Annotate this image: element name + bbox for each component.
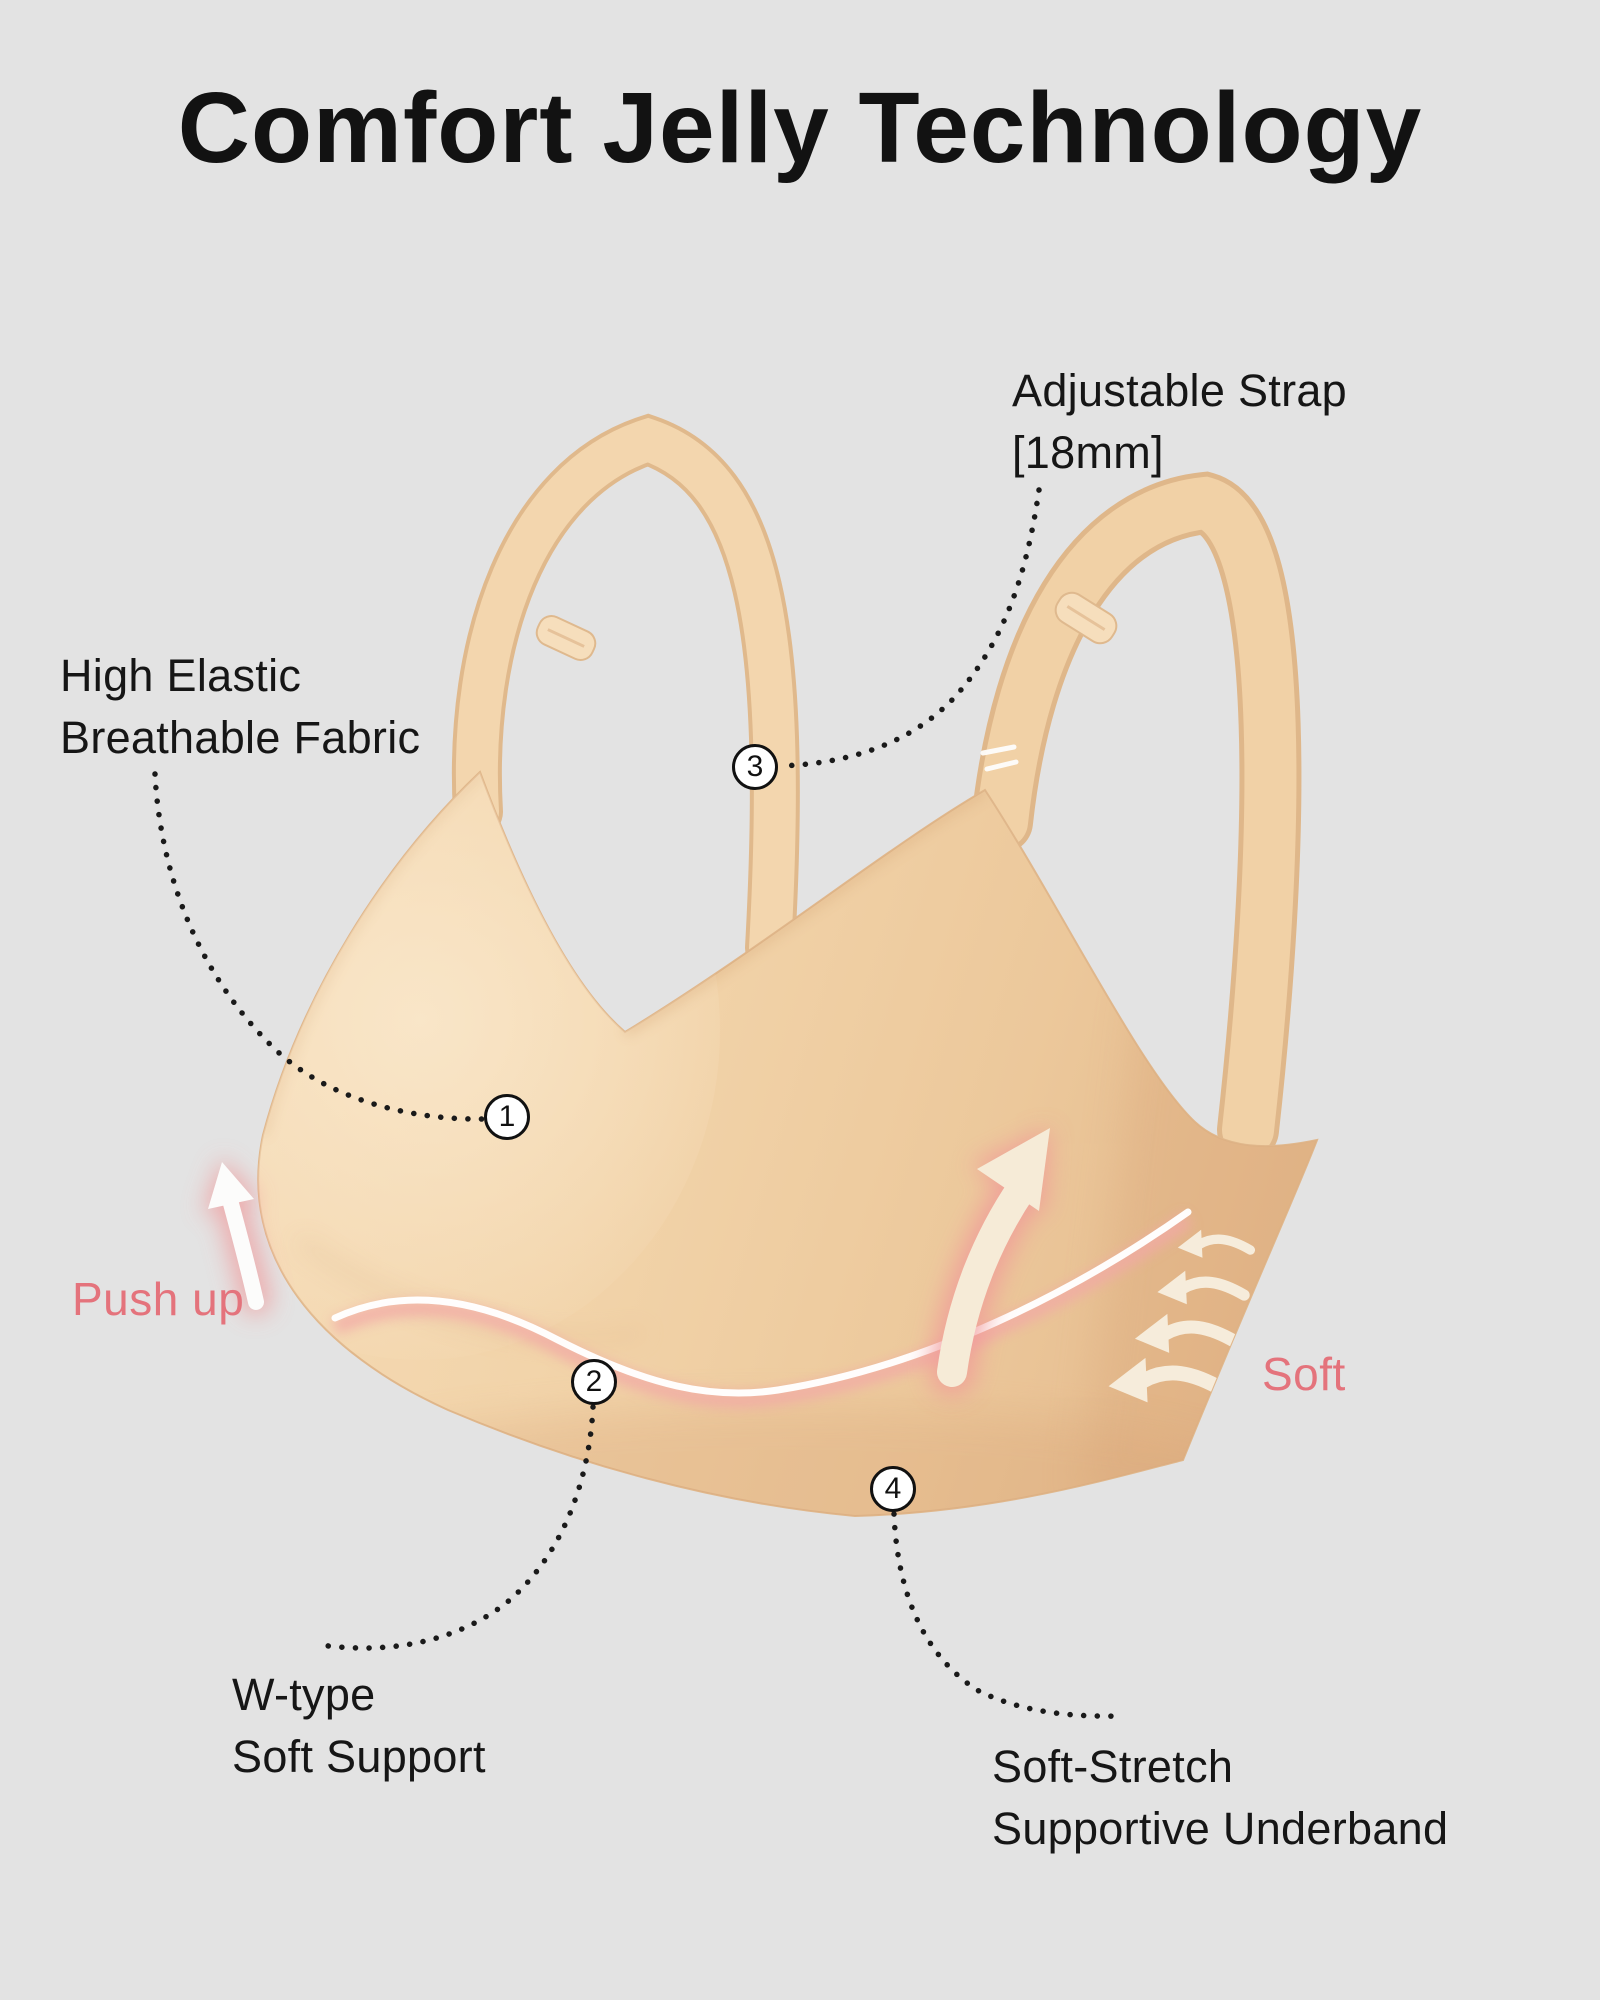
lift-arrow (929, 1128, 1050, 1395)
label-high-elastic-line1: High Elastic (60, 650, 302, 701)
leader-underband (891, 1511, 1124, 1719)
callout-number-2: 2 (585, 1365, 603, 1398)
callout-number-1: 1 (498, 1100, 516, 1133)
leader-strap (777, 487, 1042, 769)
label-adjustable-strap: Adjustable Strap [18mm] (1012, 360, 1347, 484)
strap-metal-ring (980, 744, 1019, 772)
label-w-type: W-type Soft Support (232, 1664, 486, 1788)
push-up-arrow (202, 1158, 271, 1315)
label-push-up: Push up (72, 1273, 245, 1325)
label-adjustable-strap-line1: Adjustable Strap (1012, 365, 1348, 416)
label-adjustable-strap-line2: [18mm] (1012, 427, 1164, 478)
callout-circle-1: 1 (484, 1094, 530, 1140)
label-soft: Soft (1262, 1348, 1346, 1400)
label-high-elastic: High Elastic Breathable Fabric (60, 645, 420, 769)
right-strap-slider (1054, 591, 1118, 645)
callout-number-3: 3 (746, 750, 764, 783)
label-w-type-line2: Soft Support (232, 1731, 486, 1782)
right-strap (971, 471, 1302, 1161)
label-w-type-line1: W-type (232, 1669, 376, 1720)
left-strap (451, 413, 800, 973)
callout-number-4: 4 (884, 1472, 902, 1505)
label-high-elastic-line2: Breathable Fabric (60, 712, 421, 763)
w-support-line (331, 1208, 1193, 1409)
callout-circle-3: 3 (732, 744, 778, 790)
left-strap-slider (535, 615, 597, 661)
callout-circle-2: 2 (571, 1359, 617, 1405)
callout-circle-4: 4 (870, 1466, 916, 1512)
label-soft-stretch-line2: Supportive Underband (992, 1803, 1449, 1854)
label-soft-stretch-line1: Soft-Stretch (992, 1741, 1234, 1792)
leader-fabric (152, 771, 486, 1122)
page-title: Comfort Jelly Technology (177, 72, 1423, 184)
leader-lines (152, 487, 1124, 1719)
label-soft-stretch: Soft-Stretch Supportive Underband (992, 1736, 1448, 1860)
